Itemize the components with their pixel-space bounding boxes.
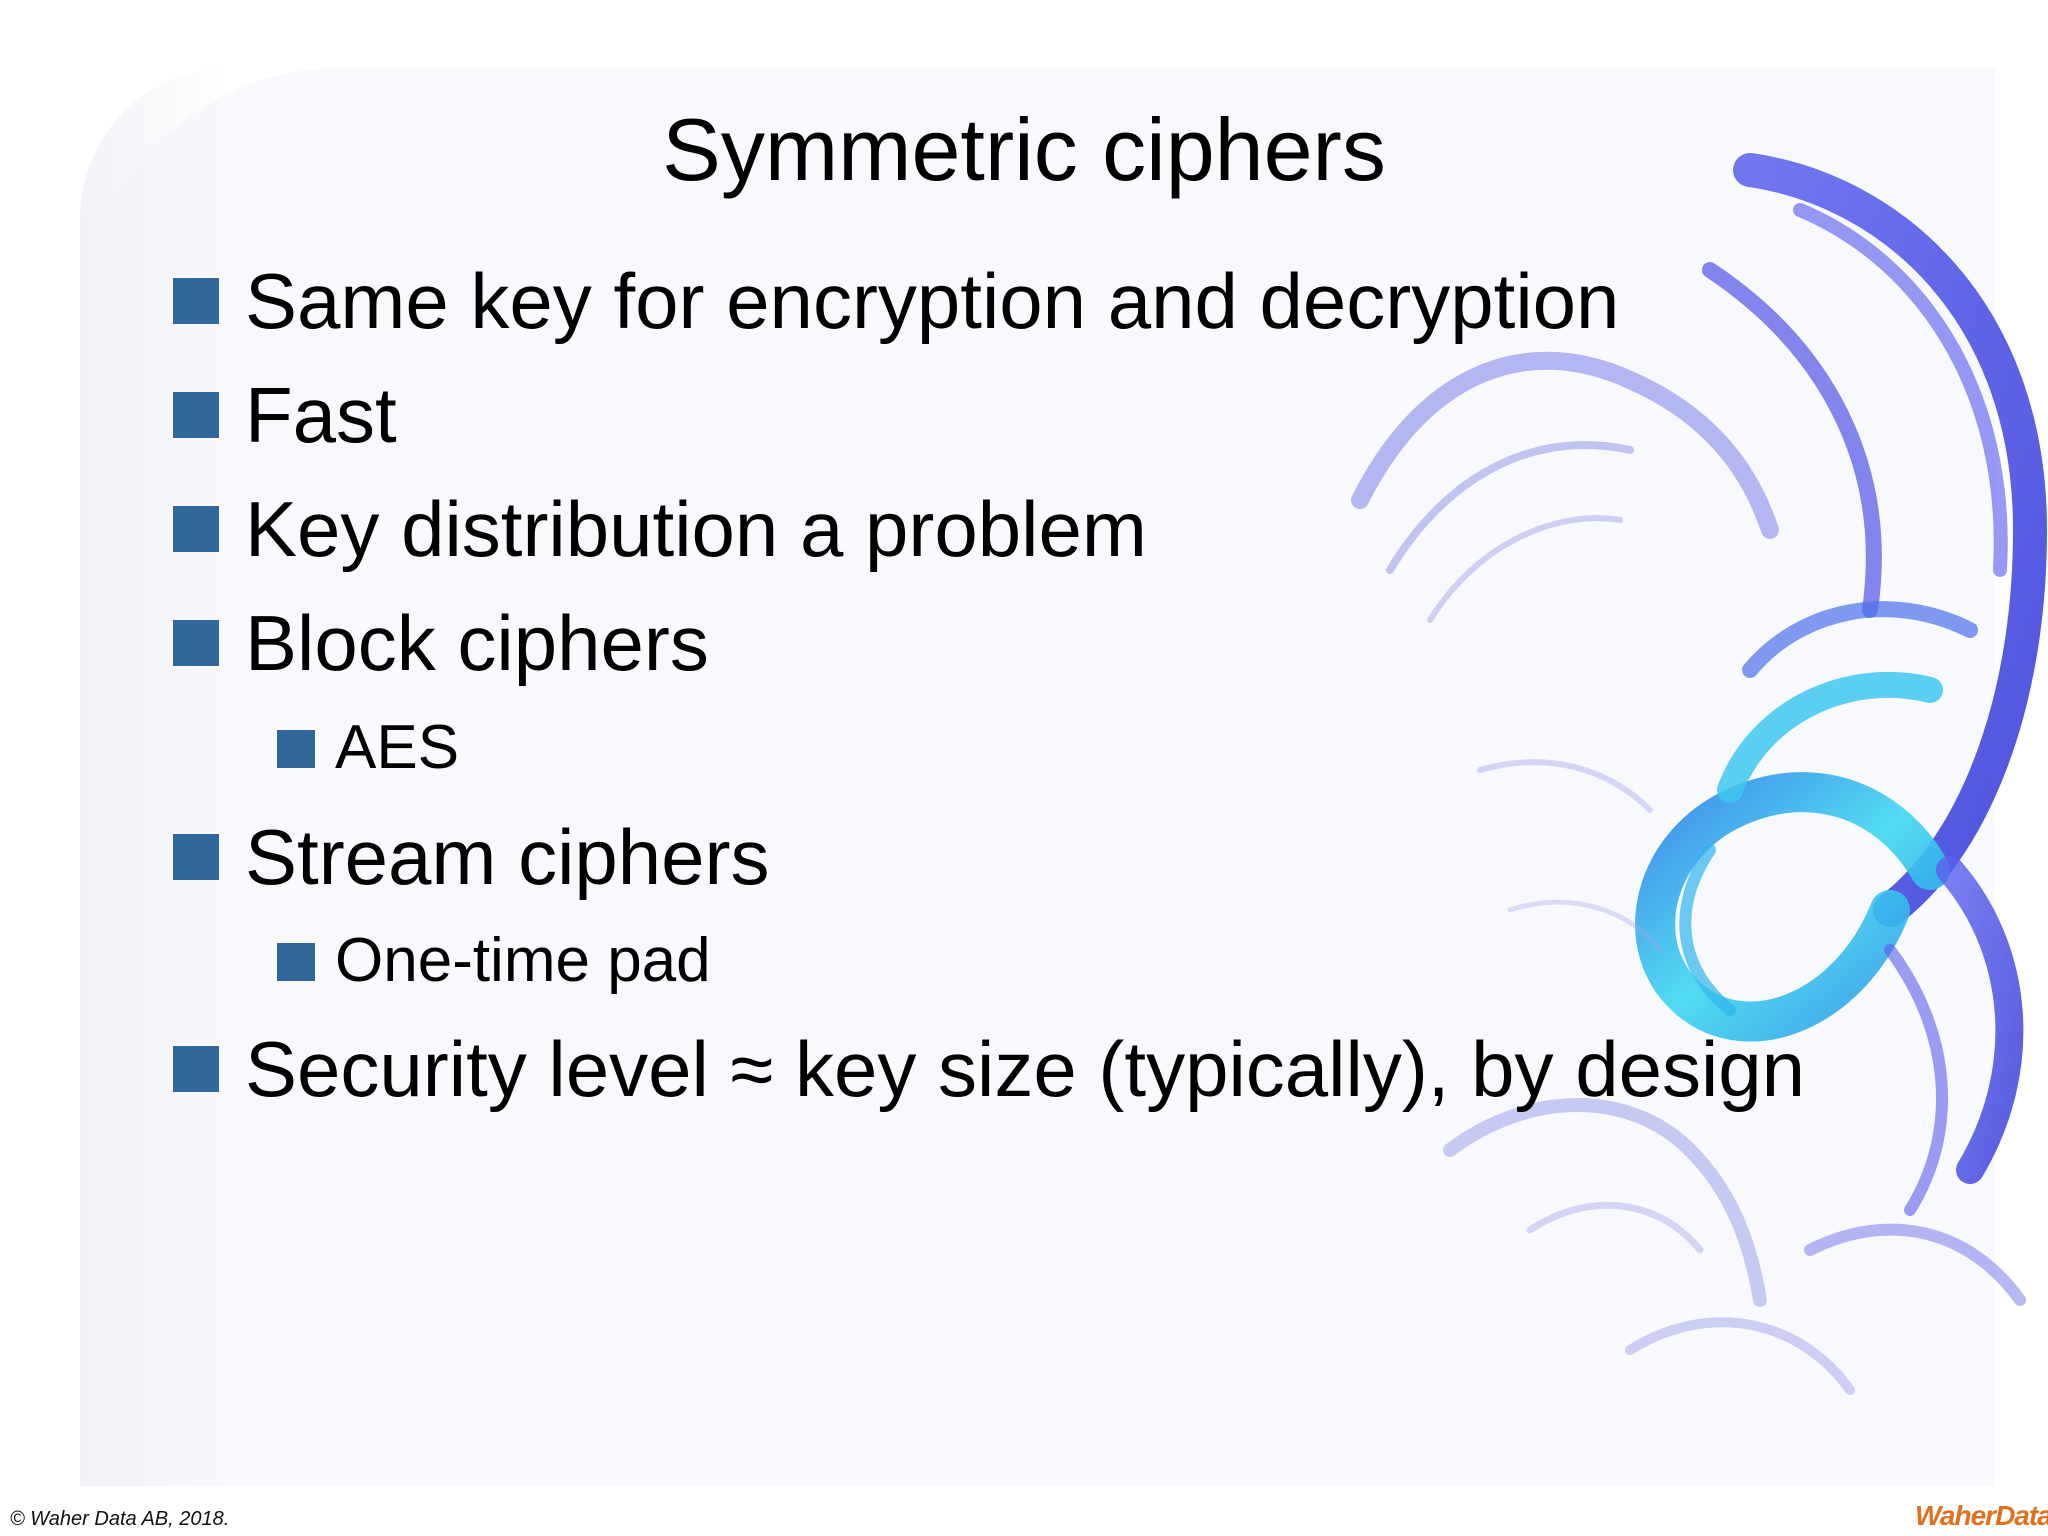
square-bullet-icon <box>173 1046 219 1092</box>
bullet-text: AES <box>335 713 460 782</box>
square-bullet-icon <box>277 730 315 768</box>
bullet-text: Stream ciphers <box>245 813 770 901</box>
slide-background-panel <box>80 68 1995 1486</box>
square-bullet-icon <box>173 506 219 552</box>
bullet-text: Same key for encryption and decryption <box>245 257 1620 345</box>
bullet-item: Key distribution a problem <box>173 490 1147 568</box>
square-bullet-icon <box>173 392 219 438</box>
bullet-text: Fast <box>245 371 397 459</box>
square-bullet-icon <box>173 278 219 324</box>
bullet-item: Same key for encryption and decryption <box>173 262 1619 340</box>
bullet-text: Key distribution a problem <box>245 485 1147 573</box>
bullet-text: One-time pad <box>335 926 711 995</box>
square-bullet-icon <box>277 943 315 981</box>
square-bullet-icon <box>173 834 219 880</box>
fractal-swirl-graphic <box>1351 153 2048 1395</box>
sub-bullet-item: AES <box>277 717 459 779</box>
bullet-item: Fast <box>173 376 397 454</box>
company-logo: WaherData <box>1915 1500 2048 1531</box>
bullet-text: Security level ≈ key size (typically), b… <box>245 1025 1806 1113</box>
square-bullet-icon <box>173 620 219 666</box>
copyright-footer: © Waher Data AB, 2018. <box>10 1508 230 1530</box>
bullet-item: Security level ≈ key size (typically), b… <box>173 1030 1805 1108</box>
slide-title: Symmetric ciphers <box>662 100 1386 199</box>
bullet-item: Block ciphers <box>173 604 709 682</box>
sub-bullet-item: One-time pad <box>277 930 711 992</box>
bullet-item: Stream ciphers <box>173 818 770 896</box>
bullet-text: Block ciphers <box>245 599 709 687</box>
